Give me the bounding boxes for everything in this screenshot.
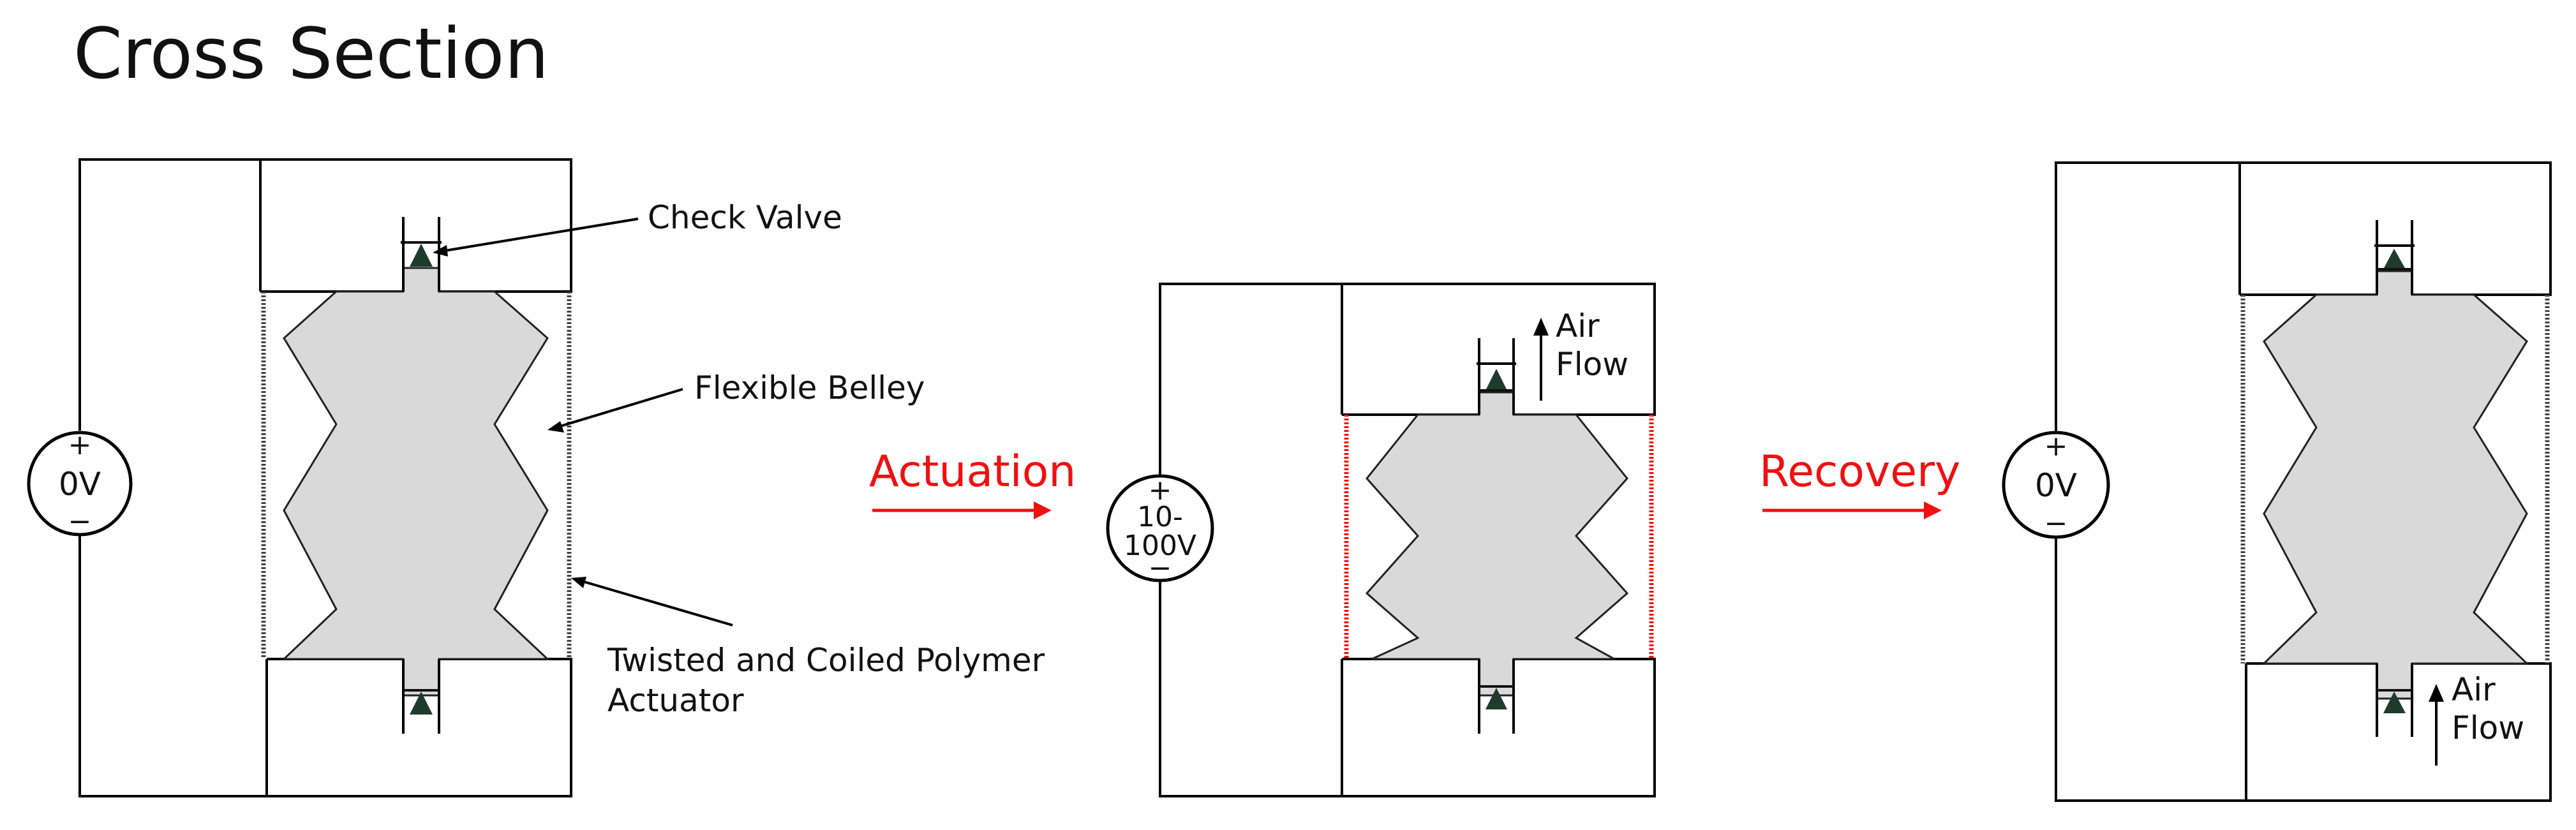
circuit-wire	[1159, 283, 1342, 797]
positive-terminal: +	[1149, 474, 1172, 507]
panel-rest-state: + 0V − Check Valve Flexible Belley Twist…	[27, 158, 1045, 797]
callout-tcp-actuator: Twisted and Coiled Polymer Actuator	[571, 577, 1045, 719]
label-check-valve: Check Valve	[648, 199, 842, 236]
flexible-bellows-compressed	[1365, 391, 1629, 697]
positive-terminal: +	[2044, 430, 2068, 463]
label-tcp-line1: Twisted and Coiled Polymer	[607, 642, 1045, 679]
check-valve-bottom	[402, 659, 440, 734]
tcp-actuator	[261, 292, 572, 659]
label-tcp-line2: Actuator	[607, 682, 744, 719]
callout-check-valve: Check Valve	[433, 199, 842, 256]
voltage-value-line2: 100V	[1124, 530, 1196, 562]
tcp-actuator-heated	[1344, 415, 1654, 659]
label-flexible-belley: Flexible Belley	[694, 369, 925, 406]
label-actuation: Actuation	[869, 447, 1076, 497]
negative-terminal: −	[2044, 507, 2068, 540]
circuit-wire	[78, 158, 267, 797]
negative-terminal: −	[1149, 552, 1172, 584]
recovery-step: Recovery	[1759, 447, 1960, 519]
voltage-value: 0V	[2035, 467, 2077, 504]
check-valve-bottom	[1478, 659, 1515, 734]
air-flow-up: Air Flow	[2429, 671, 2524, 766]
voltage-source-0v: + 0V −	[2002, 430, 2110, 540]
flexible-bellows	[2261, 270, 2529, 700]
tcp-actuator	[2240, 295, 2550, 663]
check-valve-top	[1477, 338, 1516, 415]
actuation-step: Actuation	[869, 447, 1076, 519]
negative-terminal: −	[68, 505, 92, 538]
diagram-title: Cross Section	[73, 13, 549, 94]
air-flow-up: Air Flow	[1533, 308, 1628, 401]
check-valve-top	[2374, 220, 2415, 295]
check-valve-bottom	[2376, 663, 2413, 737]
panel-actuated-state: Air Flow + 10- 100V −	[1106, 283, 1656, 797]
label-flow: Flow	[1556, 346, 1628, 383]
circuit-wire	[2055, 161, 2246, 802]
label-air: Air	[1556, 308, 1600, 345]
panel-recovered-state: Air Flow + 0V −	[2002, 161, 2552, 802]
label-recovery: Recovery	[1759, 447, 1960, 497]
voltage-value: 0V	[59, 466, 101, 503]
positive-terminal: +	[68, 429, 92, 461]
voltage-source-10-100v: + 10- 100V −	[1106, 474, 1214, 584]
flexible-bellows	[281, 267, 550, 697]
callout-flexible-belley: Flexible Belley	[547, 369, 925, 433]
label-air: Air	[2452, 671, 2496, 708]
voltage-value-line1: 10-	[1137, 501, 1183, 533]
label-flow: Flow	[2452, 709, 2524, 746]
voltage-source-0v: + 0V −	[27, 429, 133, 538]
